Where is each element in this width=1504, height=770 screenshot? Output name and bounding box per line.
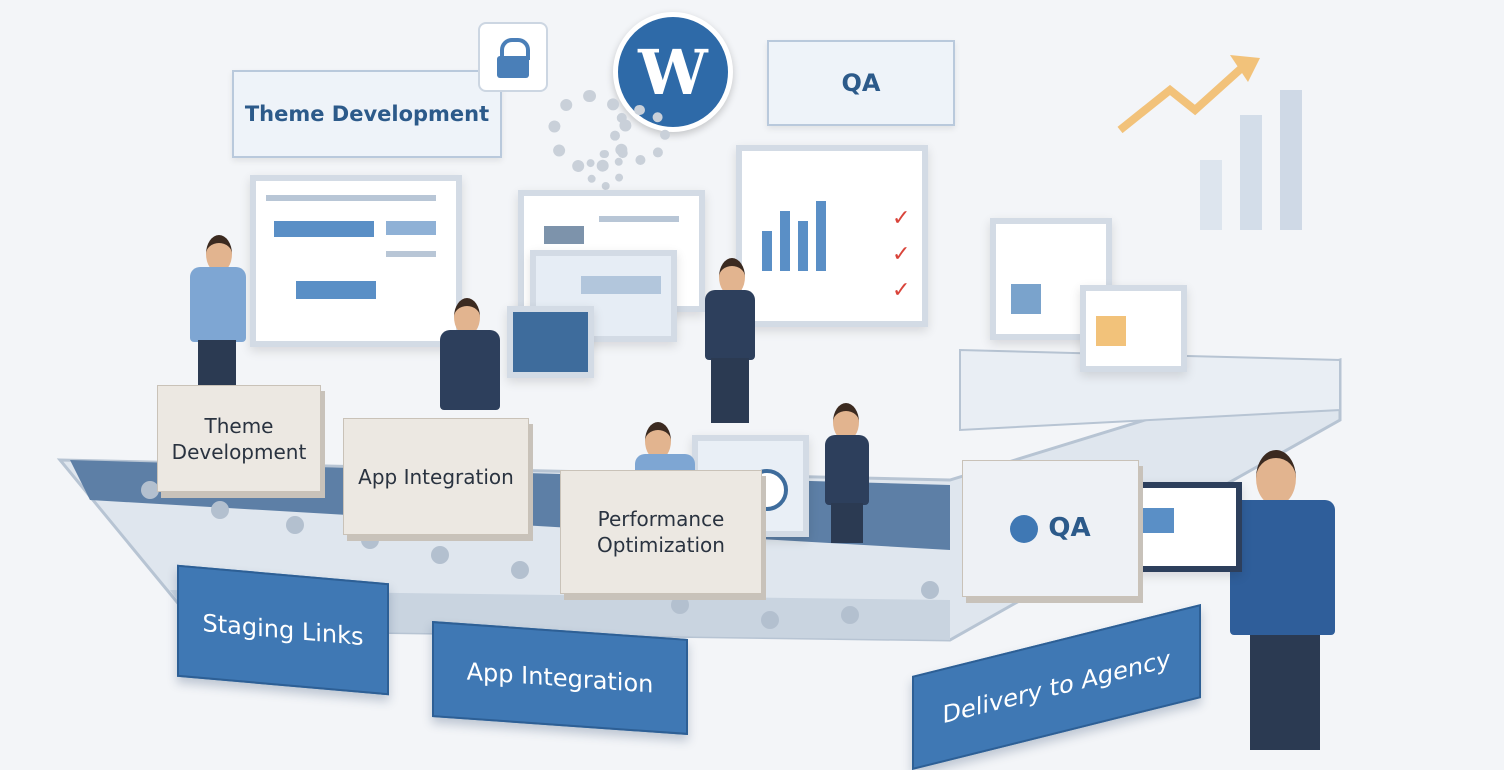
block-qa-label: QA	[1048, 512, 1091, 543]
block-theme-development: Theme Development	[157, 385, 321, 492]
wordpress-logo: W	[613, 12, 733, 132]
top-label-qa: QA	[767, 40, 955, 126]
trend-arrow-icon	[1117, 55, 1302, 230]
top-label-theme-development: Theme Development	[232, 70, 502, 158]
banner-staging-links: Staging Links	[177, 564, 389, 696]
block-app-integration: App Integration	[343, 418, 529, 535]
lock-icon	[478, 22, 548, 92]
gear-icon	[610, 105, 670, 165]
block-qa: QA	[962, 460, 1139, 597]
tablet	[507, 306, 594, 378]
banner-app-integration: App Integration	[432, 621, 688, 735]
monitor-qa: ✓✓✓	[736, 145, 928, 327]
checkmark-icon: ✓✓✓	[892, 206, 911, 303]
block-performance-optimization: Performance Optimization	[560, 470, 762, 594]
monitor-right-small	[1080, 285, 1187, 372]
monitor-theme	[250, 175, 462, 347]
qa-badge-icon	[1010, 514, 1039, 543]
gear-icon	[585, 150, 625, 190]
